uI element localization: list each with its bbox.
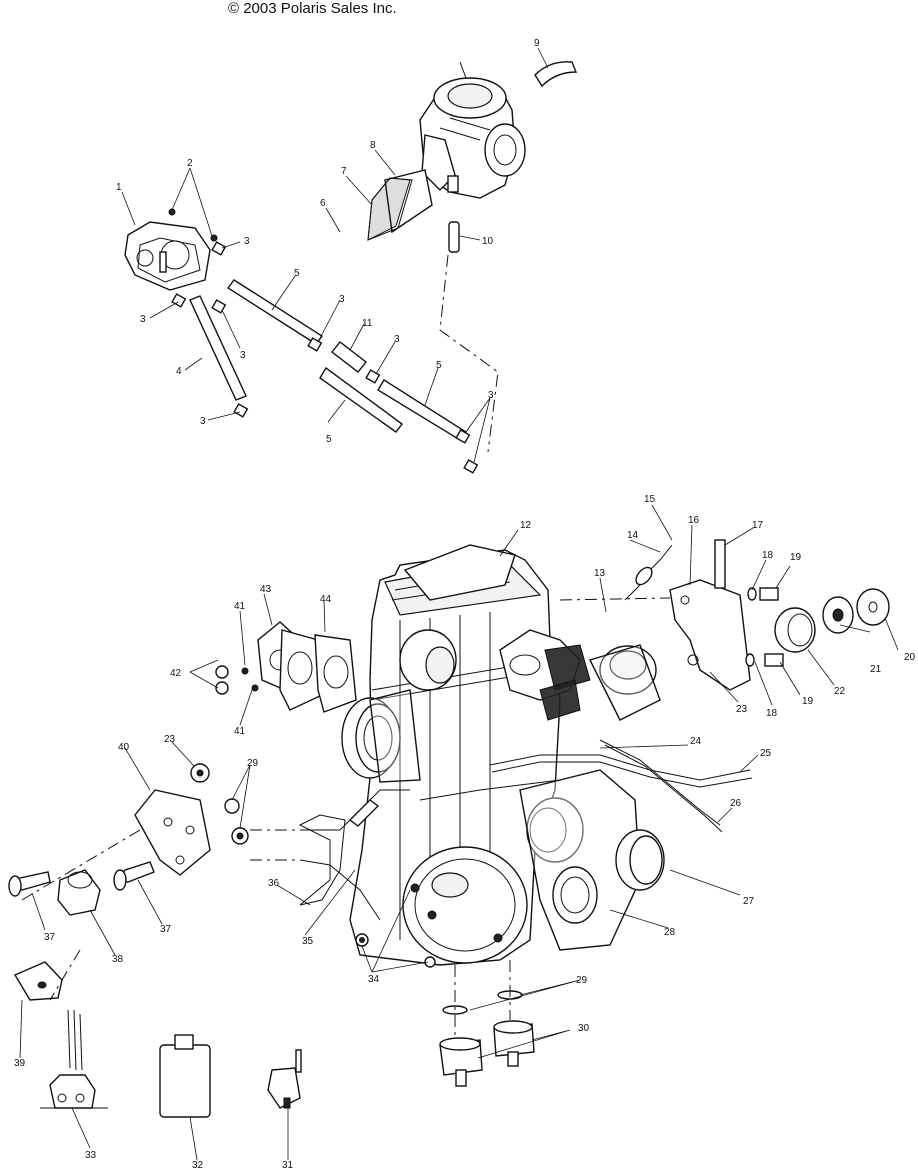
nut-23 bbox=[190, 763, 210, 783]
callout-12: 12 bbox=[520, 520, 532, 531]
callout-31: 31 bbox=[282, 1160, 294, 1170]
callout-7: 7 bbox=[341, 166, 347, 177]
fuel-hose-4 bbox=[189, 295, 247, 401]
clutch-housing-ducts bbox=[519, 769, 665, 951]
callout-40: 40 bbox=[118, 742, 130, 753]
engine-mounts-20-21-22 bbox=[774, 588, 890, 653]
fuel-hose-5-lower bbox=[319, 366, 403, 433]
callout-3-g: 3 bbox=[488, 390, 494, 401]
callout-42: 42 bbox=[170, 668, 182, 679]
callout-29-a: 29 bbox=[247, 758, 259, 769]
callout-38: 38 bbox=[112, 954, 124, 965]
callout-1: 1 bbox=[116, 182, 122, 193]
carburetor-boot-gasket bbox=[367, 169, 433, 241]
callout-9: 9 bbox=[534, 38, 540, 49]
callout-5-b: 5 bbox=[436, 360, 442, 371]
callout-11: 11 bbox=[362, 318, 373, 329]
fuel-pump bbox=[124, 208, 218, 291]
front-mount-bracket-40 bbox=[134, 789, 211, 876]
exhaust-nuts-41-42 bbox=[215, 665, 259, 695]
callout-5-a: 5 bbox=[294, 268, 300, 279]
fuel-sensor-33 bbox=[40, 1009, 108, 1109]
oil-filter bbox=[341, 689, 421, 783]
copyright-notice: © 2003 Polaris Sales Inc. bbox=[228, 0, 397, 17]
callout-13: 13 bbox=[594, 568, 606, 579]
callout-17: 17 bbox=[752, 520, 764, 531]
callout-32: 32 bbox=[192, 1160, 204, 1170]
wiring-harness-35 bbox=[299, 789, 410, 921]
bolt-17 bbox=[714, 539, 726, 589]
callout-3-a: 3 bbox=[244, 236, 250, 247]
exhaust-gasket-44 bbox=[279, 629, 357, 713]
callout-37-b: 37 bbox=[160, 924, 172, 935]
mount-38 bbox=[57, 869, 101, 916]
spark-plug-wire-14 bbox=[624, 544, 673, 601]
callout-3-f: 3 bbox=[200, 416, 206, 427]
leader-lines bbox=[19, 47, 899, 1161]
callout-2: 2 bbox=[187, 158, 193, 169]
callout-36: 36 bbox=[268, 878, 280, 889]
callout-29-b: 29 bbox=[576, 975, 588, 986]
fuel-hose-5-upper bbox=[226, 279, 324, 345]
callout-28: 28 bbox=[664, 927, 676, 938]
callout-8: 8 bbox=[370, 140, 376, 151]
bolts-37 bbox=[8, 861, 155, 897]
carburetor bbox=[419, 61, 526, 199]
shroud-36 bbox=[298, 814, 346, 906]
callout-5-c: 5 bbox=[326, 434, 332, 445]
heat-shield-39 bbox=[13, 961, 63, 1001]
callout-27: 27 bbox=[743, 896, 755, 907]
callout-24: 24 bbox=[690, 736, 702, 747]
callout-30: 30 bbox=[578, 1023, 590, 1034]
stator-cover bbox=[402, 846, 528, 964]
callout-25: 25 bbox=[760, 748, 772, 759]
lower-mounts-30 bbox=[439, 990, 535, 1087]
callout-37-a: 37 bbox=[44, 932, 56, 943]
callout-39: 39 bbox=[14, 1058, 26, 1069]
relay-32 bbox=[159, 1034, 211, 1118]
callout-3-c: 3 bbox=[240, 350, 246, 361]
callout-16: 16 bbox=[688, 515, 700, 526]
fuel-filter-11 bbox=[331, 341, 367, 373]
callout-44: 44 bbox=[320, 594, 332, 605]
callout-10: 10 bbox=[482, 236, 494, 247]
callout-6: 6 bbox=[320, 198, 326, 209]
washers-bolts-18-19 bbox=[745, 587, 784, 667]
callout-41-b: 41 bbox=[234, 726, 246, 737]
callout-19-b: 19 bbox=[802, 696, 814, 707]
callout-19-a: 19 bbox=[790, 552, 802, 563]
callout-15: 15 bbox=[644, 494, 656, 505]
callout-18-a: 18 bbox=[762, 550, 774, 561]
callout-3-d: 3 bbox=[339, 294, 345, 305]
fuel-hose-5-right bbox=[377, 379, 468, 441]
callout-3-b: 3 bbox=[140, 314, 146, 325]
callout-26: 26 bbox=[730, 798, 742, 809]
callout-3-e: 3 bbox=[394, 334, 400, 345]
callout-18-b: 18 bbox=[766, 708, 778, 719]
callout-43: 43 bbox=[260, 584, 272, 595]
hose-clamps-3 bbox=[171, 241, 479, 474]
callout-34: 34 bbox=[368, 974, 380, 985]
callout-14: 14 bbox=[627, 530, 639, 541]
callout-21: 21 bbox=[870, 664, 882, 675]
mount-bracket-16 bbox=[669, 579, 751, 691]
secondary-carburetor bbox=[539, 644, 661, 721]
callout-20: 20 bbox=[904, 652, 916, 663]
breather-hoses-24-25-26 bbox=[419, 739, 753, 833]
switch-31 bbox=[267, 1049, 302, 1109]
callout-23-a: 23 bbox=[736, 704, 748, 715]
callout-41-a: 41 bbox=[234, 601, 246, 612]
callout-33: 33 bbox=[85, 1150, 97, 1161]
carb-hose-9 bbox=[534, 61, 578, 88]
callout-4: 4 bbox=[176, 366, 182, 377]
drain-tube-10 bbox=[448, 221, 460, 253]
engine-cover-12 bbox=[403, 544, 516, 601]
callout-35: 35 bbox=[302, 936, 314, 947]
mount-washers-29-upper bbox=[224, 798, 249, 845]
callout-22: 22 bbox=[834, 686, 846, 697]
callout-23-b: 23 bbox=[164, 734, 176, 745]
callout-labels: 1 2 3 3 3 3 3 3 3 4 5 5 5 6 7 8 9 10 11 … bbox=[14, 38, 916, 1170]
